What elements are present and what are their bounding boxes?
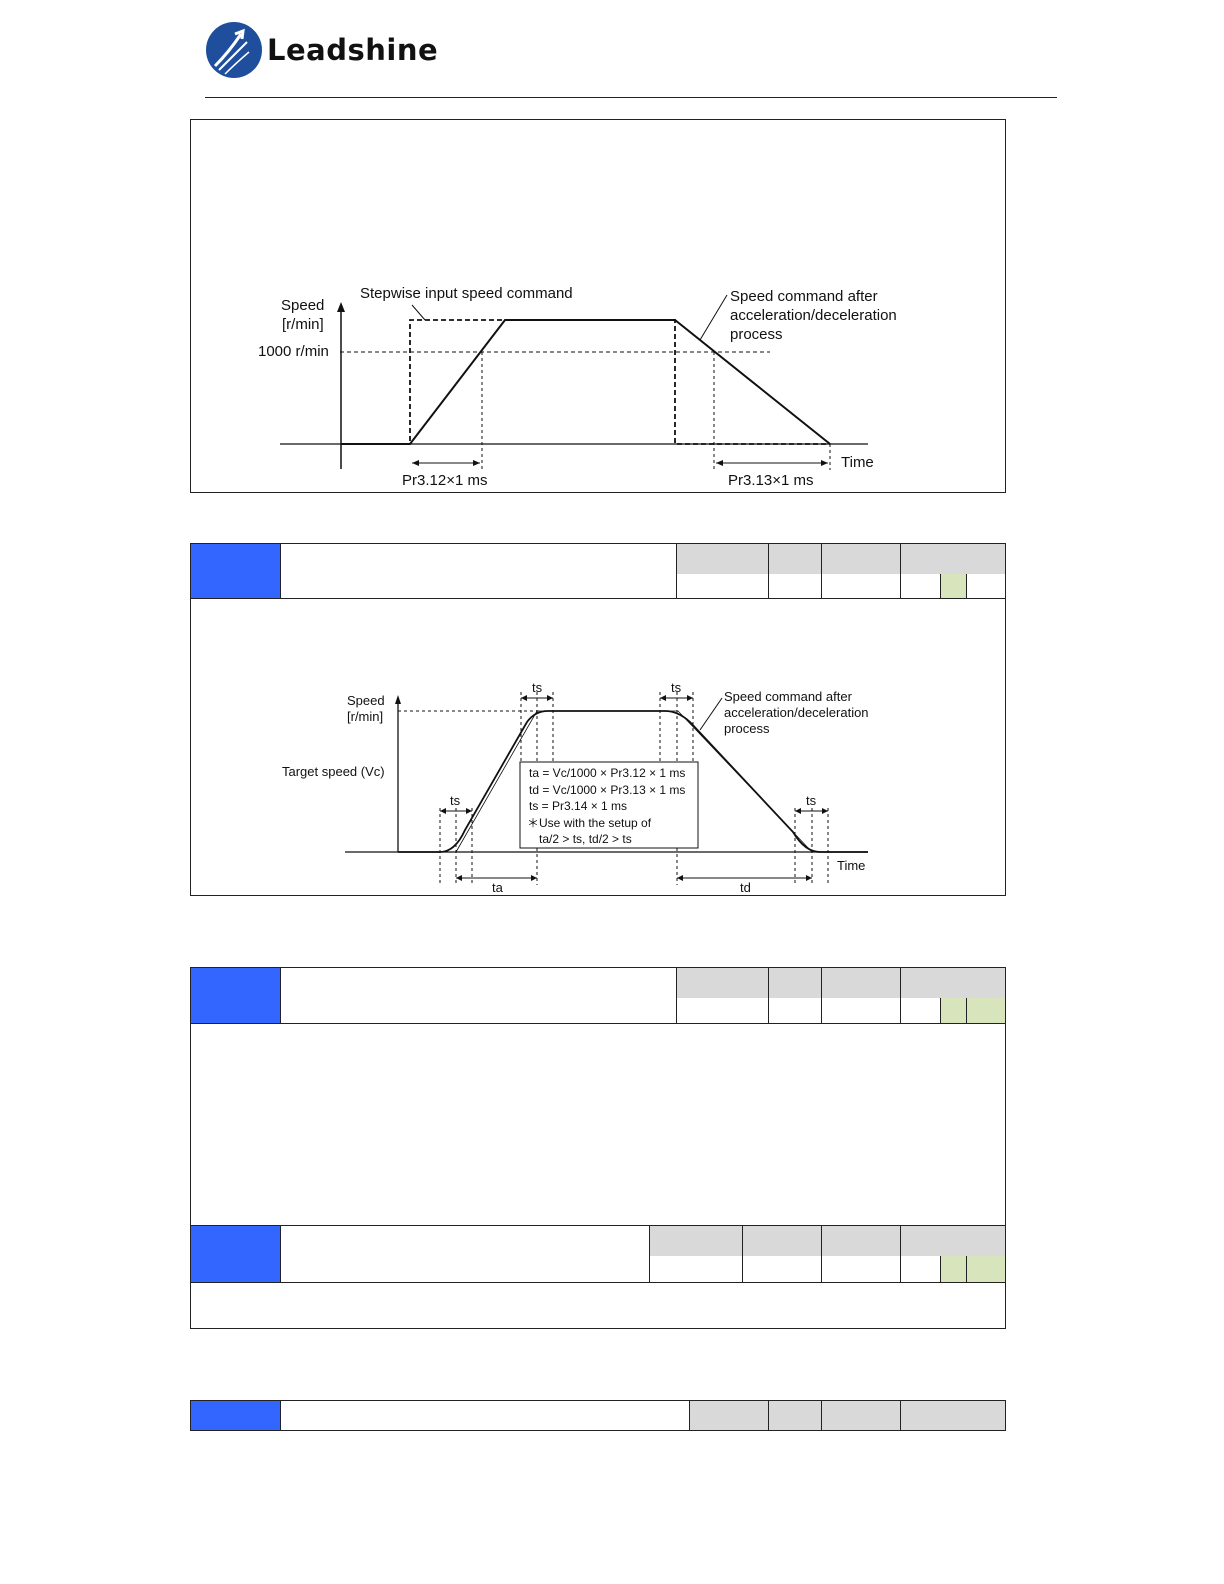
fig1-output-label-2: acceleration/deceleration [730,307,897,324]
fig1-ylabel-2: [r/min] [282,316,324,333]
mode-cell [940,998,967,1023]
value-cell [676,998,769,1023]
fig2-formula-1: ta = Vc/1000 × Pr3.12 × 1 ms [529,766,685,780]
figure-2-chart: Speed [r/min] Target speed (Vc) ts ts ts… [282,680,869,895]
param-id-cell-3 [191,1226,280,1282]
header-cell [768,544,822,575]
mode-cell [966,574,1005,598]
mode-cell [966,1256,1005,1282]
param-table-1: Speed [r/min] Target speed (Vc) ts ts ts… [190,543,1006,896]
header-cell [900,968,1005,999]
fig2-output-label-1: Speed command after [724,689,853,704]
fig2-formula-5: ta/2 > ts, td/2 > ts [539,832,632,846]
param-id-cell-4 [191,1401,280,1430]
fig2-formula-3: ts = Pr3.14 × 1 ms [529,799,627,813]
fig2-formula-2: td = Vc/1000 × Pr3.13 × 1 ms [529,783,685,797]
fig2-ylabel-1: Speed [347,693,385,708]
value-cell [768,574,822,598]
fig1-ytick: 1000 r/min [258,343,329,360]
logo-text: Leadshine [267,33,439,67]
value-cell [821,1256,901,1282]
param-id-cell-2 [191,968,280,1023]
param-id-cell-1 [191,544,280,598]
fig1-input-label: Stepwise input speed command [360,285,573,302]
value-cell [900,1256,940,1282]
logo-icon [206,22,262,78]
fig1-decel-label: Pr3.13×1 ms [728,472,813,489]
value-cell [649,1256,743,1282]
header-cell [821,1226,901,1257]
value-cell [768,998,822,1023]
fig2-output-label-3: process [724,721,770,736]
value-cell [821,574,901,598]
figure-1-chart: Speed [r/min] 1000 r/min Stepwise input … [258,285,897,489]
fig1-ylabel-1: Speed [281,297,324,314]
param-table-3 [190,1225,1006,1329]
value-cell [900,574,940,598]
header-cell [900,1401,1005,1430]
header-cell [768,968,822,999]
fig2-ts-label-2: ts [671,680,682,695]
fig2-formula-4: ＊Use with the setup of [527,816,652,830]
mode-cell [940,574,967,598]
fig1-accel-label: Pr3.12×1 ms [402,472,487,489]
header-cell [649,1226,743,1257]
header-cell [821,968,901,999]
fig2-xlabel: Time [837,858,865,873]
header-cell [900,544,1005,575]
fig1-output-label-3: process [730,326,783,343]
figure-1-box: Speed [r/min] 1000 r/min Stepwise input … [190,119,1006,493]
fig2-ts-label-4: ts [806,793,817,808]
param-table-2 [190,967,1006,1226]
fig1-xlabel: Time [841,454,874,471]
header-cell [821,544,901,575]
fig2-output-label-2: acceleration/deceleration [724,705,869,720]
header-cell [768,1401,822,1430]
fig1-output-label-1: Speed command after [730,288,878,305]
fig2-ylabel-2: [r/min] [347,709,383,724]
value-cell [676,574,769,598]
fig2-ts-label-3: ts [450,793,461,808]
param-table-4 [190,1400,1006,1431]
value-cell [742,1256,822,1282]
logo: Leadshine [205,22,439,80]
fig2-ts-label-1: ts [532,680,543,695]
mode-cell [940,1256,967,1282]
header-rule [205,97,1057,98]
header-cell [689,1401,769,1430]
value-cell [900,998,940,1023]
fig2-target-label: Target speed (Vc) [282,764,385,779]
header-cell [742,1226,822,1257]
header-cell [676,968,769,999]
header-cell [900,1226,1005,1257]
fig2-td-label: td [740,880,751,895]
header-cell [676,544,769,575]
fig2-ta-label: ta [492,880,504,895]
mode-cell [966,998,1005,1023]
value-cell [821,998,901,1023]
header-cell [821,1401,901,1430]
